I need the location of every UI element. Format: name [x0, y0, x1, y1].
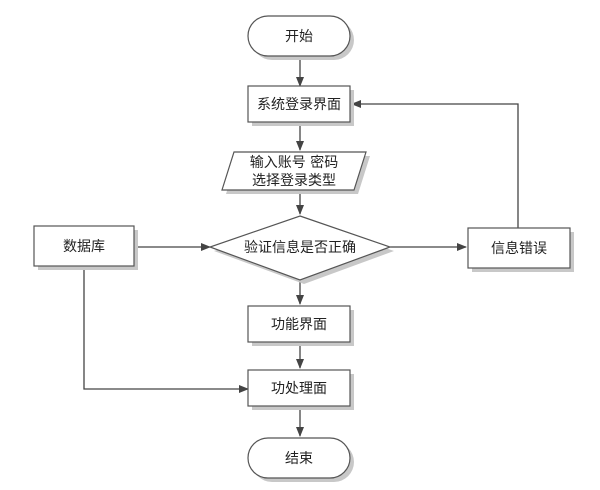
verify-decision-node: 验证信息是否正确 [208, 215, 394, 284]
login-ui-node: 系统登录界面 [247, 85, 354, 126]
database-label: 数据库 [63, 239, 105, 255]
login-ui-label: 系统登录界面 [257, 97, 341, 113]
function-ui-label: 功能界面 [271, 317, 327, 333]
info-error-node: 信息错误 [467, 227, 574, 272]
process-ui-node: 功处理面 [247, 369, 354, 410]
start-node: 开始 [247, 15, 354, 60]
info-error-label: 信息错误 [491, 240, 547, 257]
end-label: 结束 [285, 451, 313, 467]
process-ui-label: 功处理面 [271, 381, 327, 397]
verify-label: 验证信息是否正确 [244, 239, 356, 256]
edge-database-to-process [83, 268, 249, 393]
end-node: 结束 [247, 437, 354, 482]
edge-error-to-login [351, 100, 519, 228]
start-label: 开始 [285, 29, 313, 45]
input-node: 输入账号 密码 选择登录类型 [221, 151, 370, 194]
input-label-line1: 输入账号 密码 [250, 154, 338, 171]
database-node: 数据库 [33, 225, 138, 270]
input-label-line2: 选择登录类型 [252, 173, 336, 189]
function-ui-node: 功能界面 [247, 305, 354, 346]
